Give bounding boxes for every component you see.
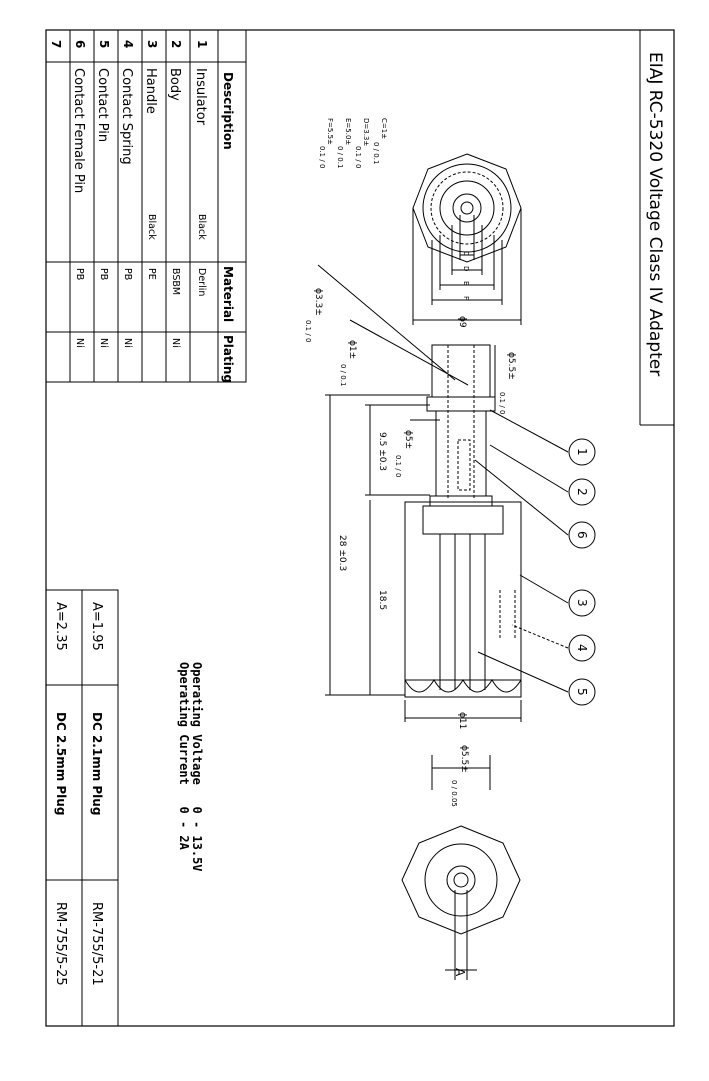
operating-ratings: Operating Voltage 0 - 13.5V Operating Cu… [177,662,204,872]
callout-labels: 1 2 6 3 4 5 [575,448,589,696]
callout-label: 1 [575,448,589,456]
dim-e-tol: 0 / 0.1 [336,146,344,168]
dim-label-e: E [462,281,470,285]
row-number: 3 [145,40,159,48]
callout-2 [568,478,596,506]
row-plating: Ni [122,338,133,348]
variant-a: A=2.35 [53,602,68,651]
row-number: 4 [121,40,135,48]
side-view [317,264,522,790]
drawing-title: EIAJ RC-5320 Voltage Class IV Adapter [645,52,665,376]
callout-4 [568,634,596,662]
variant-part: RM-755/5-25 [53,902,68,986]
callout-label: 6 [575,531,589,539]
dim-phi55b-tol: 0 / 0.05 [450,780,458,807]
callout-label: 5 [575,688,589,696]
dim-label-f: F [462,296,470,300]
title-block: EIAJ RC-5320 Voltage Class IV Adapter [639,30,674,426]
row-description: Contact Spring [119,68,134,165]
dim-c-tol: 0 / 0.1 [372,142,380,164]
sheet-border [45,29,675,1027]
dim-phi55: ϕ5.5± [506,352,516,380]
dim-length-18-5: 18.5 [377,590,387,610]
variants-table [45,589,119,1027]
header-description: Description [221,72,235,150]
dim-e: E=5.0± [344,118,352,145]
dim-d: D=3.3± [362,118,370,146]
callouts [474,409,596,706]
row-plating: Ni [74,338,85,348]
row-material: Derlin [196,268,207,296]
row-number: 5 [97,40,111,48]
variant-plug: DC 2.1mm Plug [90,712,104,815]
operating-voltage: Operating Voltage 0 - 13.5V [190,662,204,872]
dim-label-d: D [462,266,470,271]
callout-3 [568,589,596,617]
header-plating: Plating [221,335,235,383]
row-material: PB [122,268,133,280]
dim-phi5: ϕ5± [403,430,413,449]
row-number: 2 [169,40,183,48]
dim-a-label: A [453,968,467,977]
row-number: 1 [195,40,209,48]
variant-plug: DC 2.5mm Plug [54,712,68,815]
dim-label-c: C [462,251,470,256]
dim-d-tol: 0.1 / 0 [354,146,362,168]
row-description: Insulator [193,68,208,126]
dim-phi55-tol: 0.1 / 0 [498,392,506,414]
row-note: Black [196,214,207,240]
dim-phi11: ϕ11 [457,712,467,729]
row-material: PB [74,268,85,280]
dim-phi1-tol: 0 / 0.1 [339,364,347,386]
row-number: 6 [73,40,87,48]
callout-6 [568,521,596,549]
operating-current: Operating Current 0 - 2A [177,662,191,851]
dim-length-28: 28 ±0.3 [337,535,347,571]
row-description: Contact Pin [95,68,110,142]
row-description: Handle [143,68,158,114]
top-end-view [412,153,522,325]
row-number: 7 [49,40,63,48]
dim-f-tol: 0.1 / 0 [318,146,326,168]
row-plating: Ni [170,338,181,348]
variant-a: A=1.95 [89,602,104,651]
callout-label: 4 [575,644,589,652]
side-view-labels: ϕ3.3± 0.1 / 0 ϕ1± 0 / 0.1 ϕ5.5± 0.1 / 0 … [304,288,516,807]
callout-label: 2 [575,488,589,496]
dim-c: C=1± [380,118,388,139]
dim-phi1: ϕ1± [347,340,357,359]
header-material: Material [221,266,235,322]
top-view-labels: C D E F ϕ9 C=1± 0 / 0.1 D=3.3± 0.1 / 0 E… [318,118,470,328]
row-description: Body [167,68,182,101]
row-description: Contact Female Pin [71,68,86,193]
row-material: PE [146,268,157,280]
dim-phi5-tol: 0.1 / 0 [394,455,402,477]
callout-1 [568,438,596,466]
parts-table-text: Description Material Plating 1 Insulator… [49,40,235,383]
row-material: PB [98,268,109,280]
callout-5 [568,678,596,706]
row-note: Black [146,214,157,240]
dim-f: F=5.5± [326,118,334,145]
variant-part: RM-755/5-21 [89,902,104,986]
row-material: BSBM [170,268,181,295]
dim-phi33-tol: 0.1 / 0 [304,320,312,342]
row-plating: Ni [98,338,109,348]
callout-label: 3 [575,599,589,607]
parts-table [45,29,247,383]
dim-phi9: ϕ9 [457,316,467,328]
variants-table-text: A=1.95 DC 2.1mm Plug RM-755/5-21 A=2.35 … [53,602,104,986]
dim-phi55b: ϕ5.5± [459,745,469,773]
dim-phi33: ϕ3.3± [313,288,323,316]
dim-length-9-5: 9.5 ±0.3 [377,432,387,471]
bottom-end-view [401,825,521,980]
